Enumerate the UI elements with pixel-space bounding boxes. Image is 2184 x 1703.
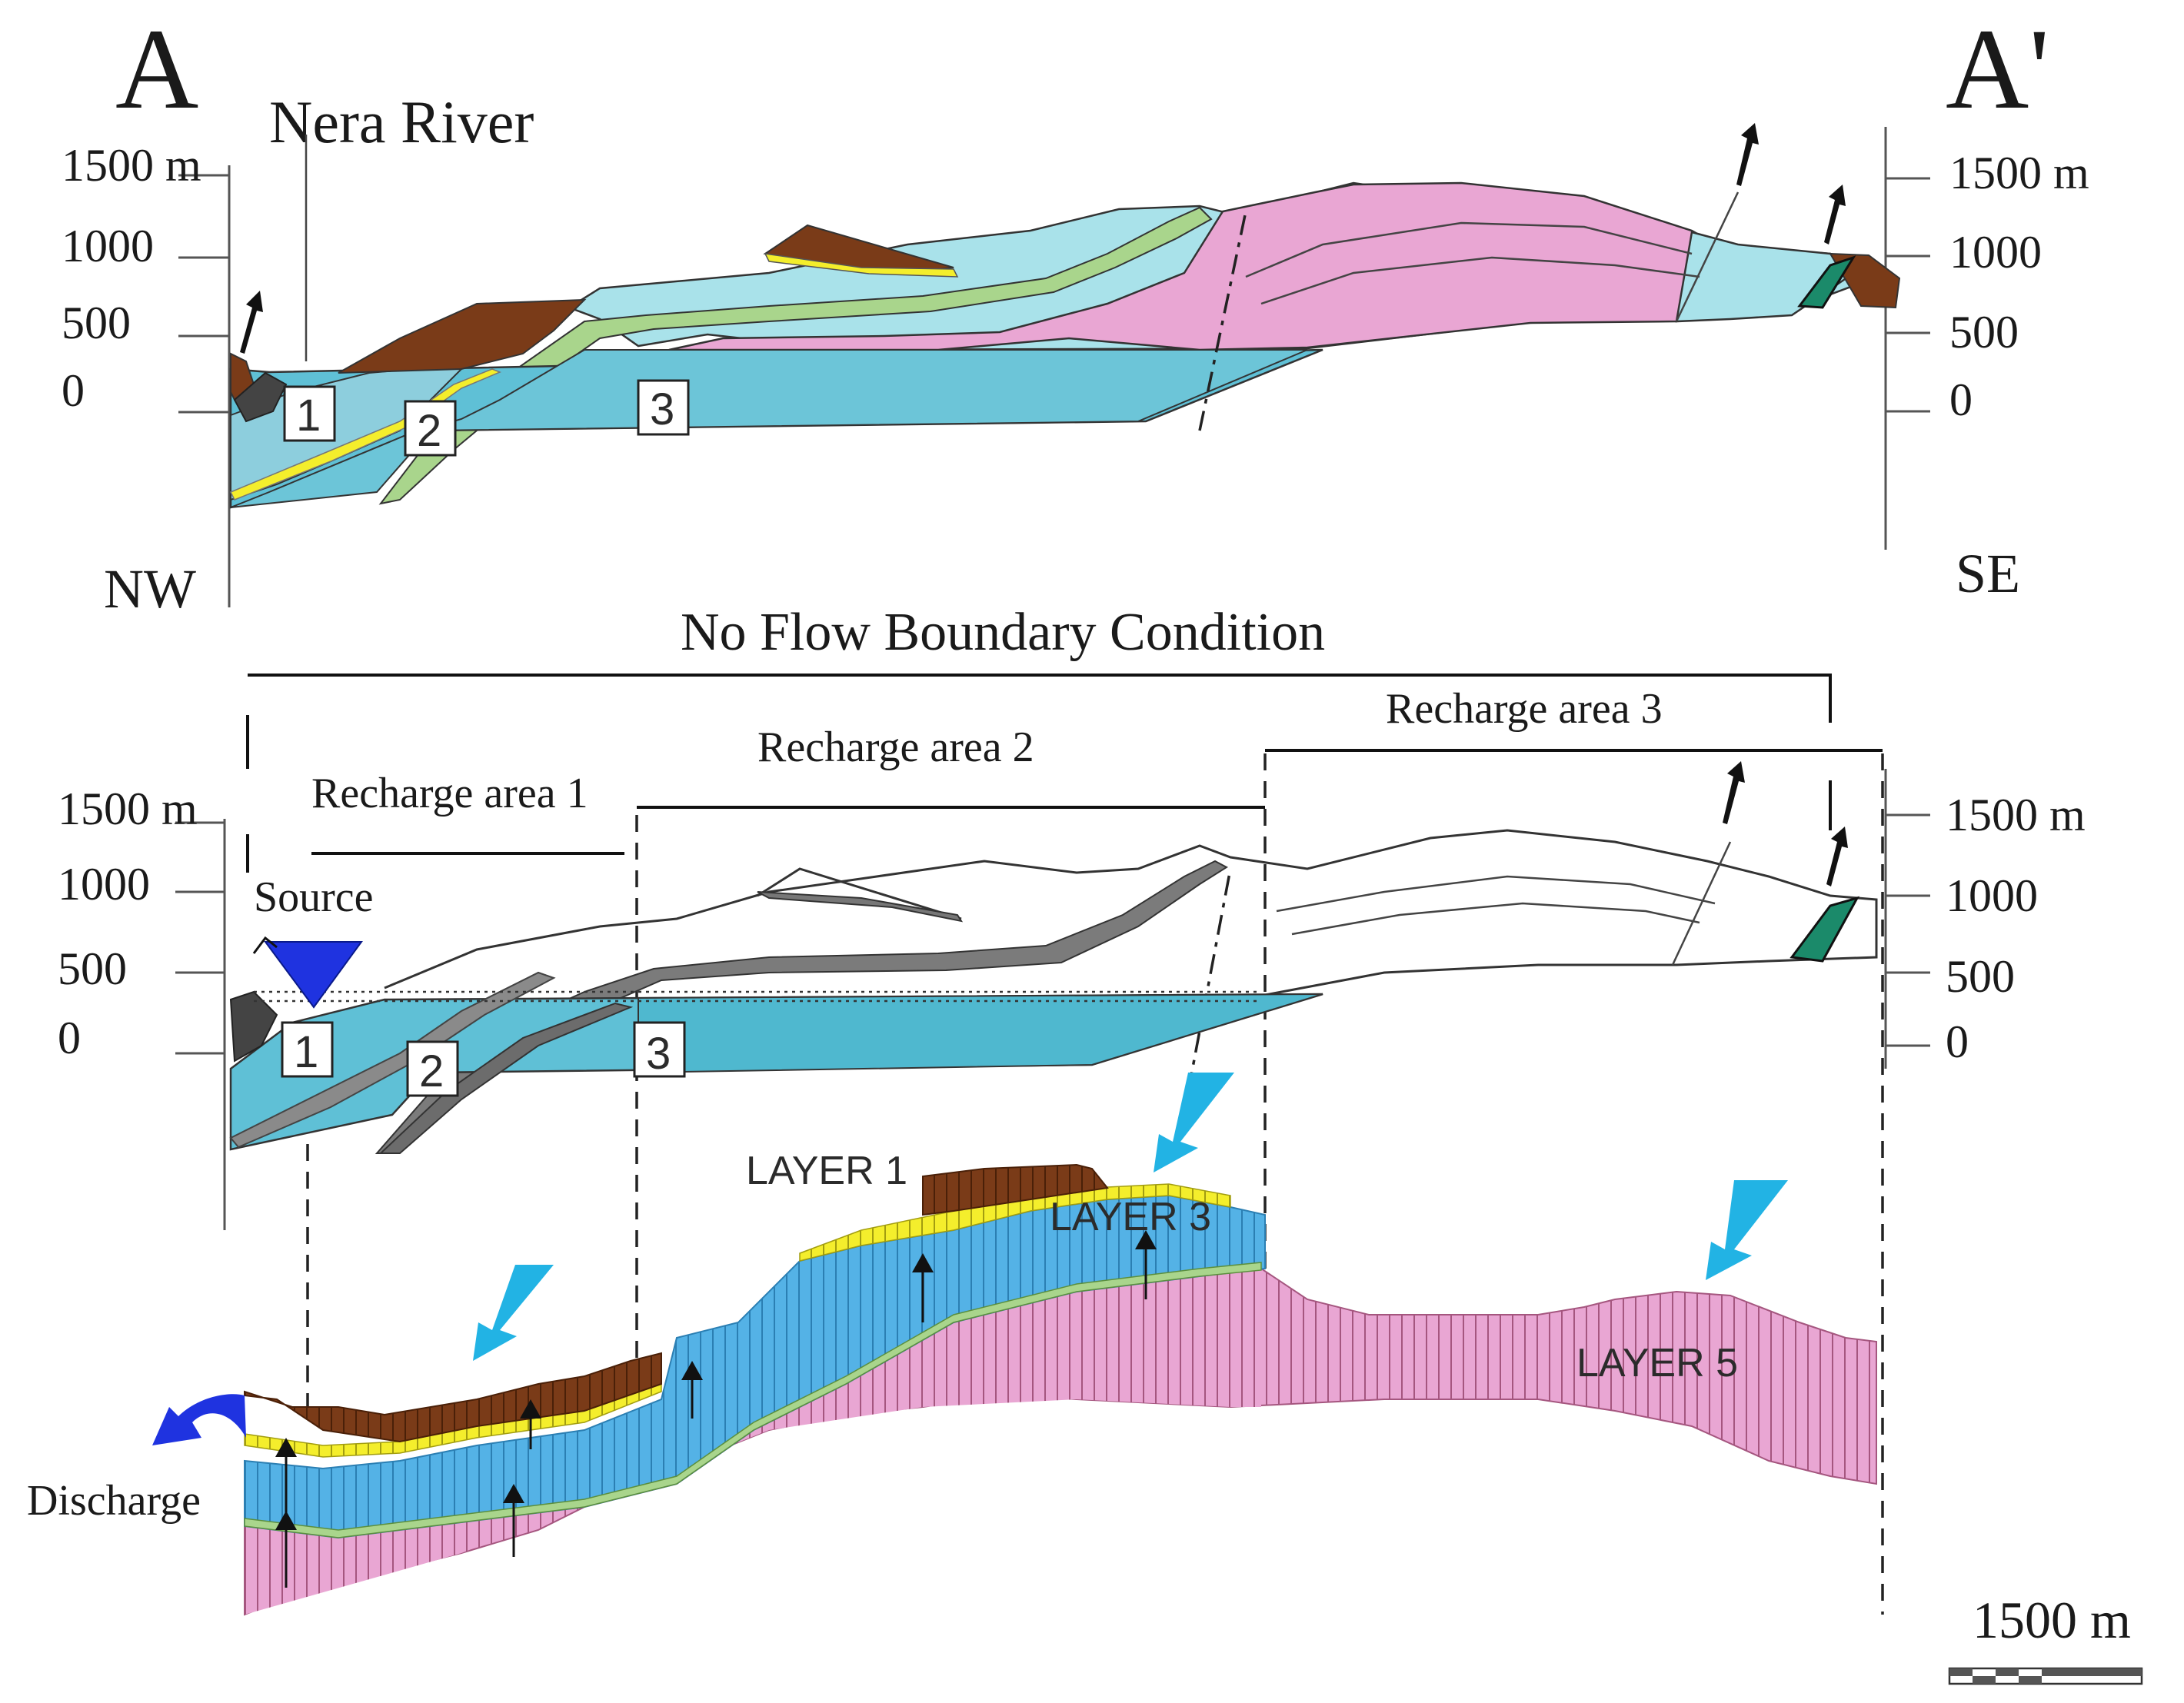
tick-label-right-1000: 1000 [1949,227,2042,278]
aquifer-marker-2-bottom: 2 [406,1040,459,1097]
orientation-left: NW [104,558,196,620]
svg-text:2: 2 [417,406,441,456]
tick-label-right-1500-bottom: 1500 m [1946,790,2086,840]
orientation-right: SE [1956,543,2020,604]
layer-3-label: LAYER 3 [1050,1195,1211,1239]
fault-arrow-icon [1736,123,1759,186]
tick-label-right-1000-bottom: 1000 [1946,870,2038,921]
tick-label-500-bottom: 500 [58,943,127,994]
svg-text:1: 1 [294,1027,318,1077]
aquifer-marker-2: 2 [404,400,457,457]
flow-arrow-icon [503,1399,541,1557]
flow-arrow-icon [1135,1230,1157,1299]
tick-label-500: 500 [62,298,131,348]
elevation-axis-right-top: 1500 m 1000 500 0 [1884,127,2089,550]
aquifer-marker-1-bottom: 1 [281,1021,334,1078]
aquifer-marker-1: 1 [283,385,336,442]
flow-arrow-icon [681,1361,703,1419]
geology-units [229,181,1901,509]
recharge-area-3-label: Recharge area 3 [1386,685,1663,733]
section-label-start: A [115,5,198,133]
svg-text:3: 3 [650,384,674,434]
tick-label-0: 0 [62,365,85,416]
tick-label-1000-bottom: 1000 [58,859,150,910]
fault-arrow-icon [1826,827,1848,886]
elevation-axis-left-top: 1500 m 1000 500 0 [62,135,308,607]
tick-label-1500: 1500 m [62,140,201,191]
river-label: Nera River [269,88,534,155]
discharge-label: Discharge [27,1477,201,1525]
geological-section: A A' Nera River 1500 m 1000 500 0 1500 m… [62,5,2089,620]
recharge-arrow-icon [1154,1073,1234,1172]
tick-label-right-500: 500 [1949,307,2019,358]
aquifer-marker-3-bottom: 3 [633,1021,686,1079]
recharge-arrow-icon [473,1265,554,1361]
tick-label-right-0: 0 [1949,374,1973,425]
scale-bar-label: 1500 m [1973,1591,2131,1649]
tick-label-0-bottom: 0 [58,1013,81,1063]
tick-label-1500-bottom: 1500 m [58,783,198,834]
source-label: Source [254,873,374,921]
tick-label-right-500-bottom: 500 [1946,951,2015,1002]
svg-text:2: 2 [419,1046,444,1096]
boundary-annotations: No Flow Boundary Condition Recharge area… [246,603,1884,1615]
water-table-triangle-icon [252,936,363,1009]
layer-1-label: LAYER 1 [746,1149,907,1193]
tick-label-1000: 1000 [62,221,154,271]
fault-arrow-icon [240,291,263,354]
discharge-arrow-icon [152,1394,246,1445]
recharge-arrow-icon [1706,1180,1788,1280]
elevation-axis-left-bottom: 1500 m 1000 500 0 [58,783,226,1230]
model-grid: LAYER 1 LAYER 3 LAYER 5 [27,1073,1877,1616]
tick-label-right-1500: 1500 m [1949,148,2089,198]
svg-text:1: 1 [296,391,321,441]
recharge-area-1-label: Recharge area 1 [311,770,588,817]
flow-arrow-icon [912,1253,934,1322]
conceptual-section: 1500 m 1000 500 0 1500 m 1000 500 0 [58,761,2086,1230]
flow-arrow-icon [275,1438,297,1588]
section-label-end: A' [1946,5,2049,133]
fault-arrow-icon [1824,185,1846,244]
boundary-label: No Flow Boundary Condition [681,603,1325,662]
aquifer-marker-3: 3 [637,379,690,436]
recharge-area-2-label: Recharge area 2 [757,723,1034,771]
tick-label-right-0-bottom: 0 [1946,1016,1969,1067]
elevation-axis-right-bottom: 1500 m 1000 500 0 [1884,769,2086,1069]
layer-5-label: LAYER 5 [1576,1341,1738,1385]
scale-bar: 1500 m [1948,1591,2143,1685]
fault-arrow-icon [1723,761,1745,824]
svg-text:3: 3 [646,1029,671,1079]
